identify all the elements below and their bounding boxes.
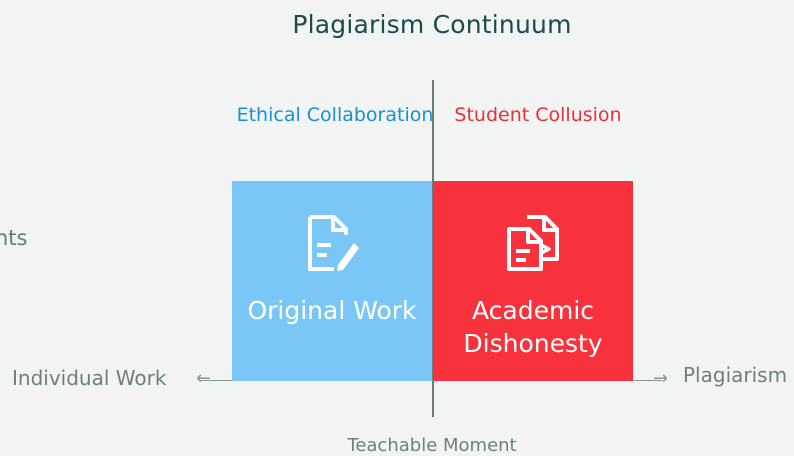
document-copy-icon (507, 215, 559, 271)
original-work-box: Original Work (232, 181, 432, 381)
academic-dishonesty-box: Academic Dishonesty (433, 181, 633, 381)
cut-off-label: nts (0, 226, 28, 250)
page-title: Plagiarism Continuum (292, 10, 572, 39)
quadrant-label-student-collusion: Student Collusion (454, 104, 622, 126)
arrow-left-icon: ← (196, 368, 212, 389)
axis-label-right: Plagiarism (683, 363, 788, 387)
original-work-label: Original Work (247, 296, 417, 325)
document-edit-icon (308, 215, 359, 271)
academic-dishonesty-label: Academic Dishonesty (463, 296, 603, 358)
quadrant-label-ethical-collaboration: Ethical Collaboration (236, 104, 434, 126)
axis-label-left: Individual Work (12, 366, 167, 390)
axis-label-bottom: Teachable Moment (347, 435, 517, 456)
arrow-right-icon: → (653, 368, 669, 389)
